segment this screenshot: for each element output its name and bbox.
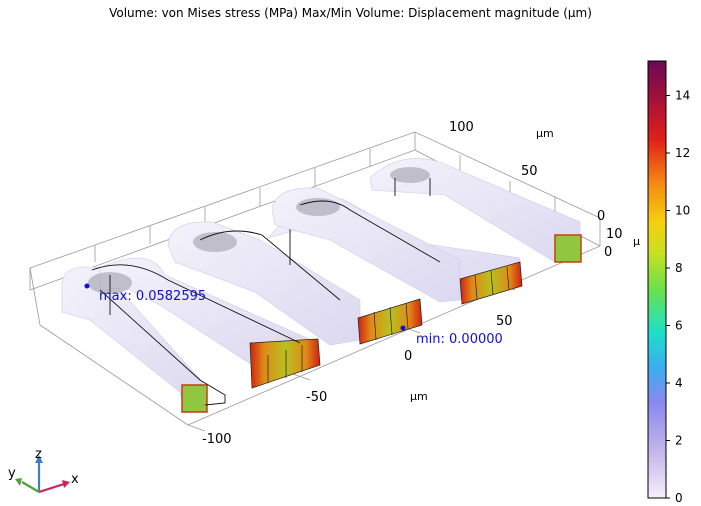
y-axis-unit: µm bbox=[536, 127, 554, 140]
x-tick-label: -100 bbox=[202, 432, 232, 447]
colorbar-tick-label: 2 bbox=[675, 434, 683, 448]
axis-triad: z x y bbox=[8, 447, 79, 494]
colorbar-tick-label: 6 bbox=[675, 319, 683, 333]
spring-1 bbox=[61, 257, 321, 414]
spring-structures bbox=[61, 158, 582, 414]
triad-z-label: z bbox=[35, 447, 42, 462]
colorbar-tick-label: 14 bbox=[675, 89, 690, 103]
z-axis-unit: µ bbox=[633, 235, 640, 248]
x-axis: -100 -50 0 50 µm bbox=[202, 314, 513, 447]
spring-3 bbox=[271, 158, 581, 305]
colorbar-tick-label: 12 bbox=[675, 146, 690, 160]
colorbar-tick-label: 10 bbox=[675, 204, 690, 218]
y-tick-label: 0 bbox=[597, 209, 605, 224]
colorbar-ticks: 0 2 4 6 8 10 12 14 bbox=[666, 89, 690, 505]
y-axis: 0 50 100 µm bbox=[449, 120, 605, 224]
x-tick-label: 50 bbox=[496, 314, 513, 329]
z-tick-label: 0 bbox=[604, 245, 612, 260]
triad-x-label: x bbox=[71, 472, 79, 487]
x-axis-unit: µm bbox=[410, 390, 428, 403]
y-tick-label: 100 bbox=[449, 120, 474, 135]
y-tick-label: 50 bbox=[521, 164, 538, 179]
colorbar: 0 2 4 6 8 10 12 14 bbox=[647, 60, 690, 505]
z-axis: 0 10 µ bbox=[604, 227, 640, 260]
max-annotation: max: 0.0582595 bbox=[99, 289, 206, 304]
triad-y-label: y bbox=[8, 466, 16, 481]
x-tick-label: 0 bbox=[404, 349, 412, 364]
x-tick-label: -50 bbox=[306, 390, 327, 405]
colorbar-tick-label: 4 bbox=[675, 376, 683, 390]
z-tick-label: 10 bbox=[606, 227, 623, 242]
colorbar-gradient bbox=[647, 60, 667, 499]
spring-4-end-face bbox=[554, 234, 582, 263]
plot-title: Volume: von Mises stress (MPa) Max/Min V… bbox=[109, 6, 592, 20]
max-marker bbox=[84, 283, 90, 289]
min-marker bbox=[400, 325, 406, 331]
min-annotation: min: 0.00000 bbox=[416, 332, 503, 347]
colorbar-tick-label: 8 bbox=[675, 261, 683, 275]
colorbar-tick-label: 0 bbox=[675, 491, 683, 505]
